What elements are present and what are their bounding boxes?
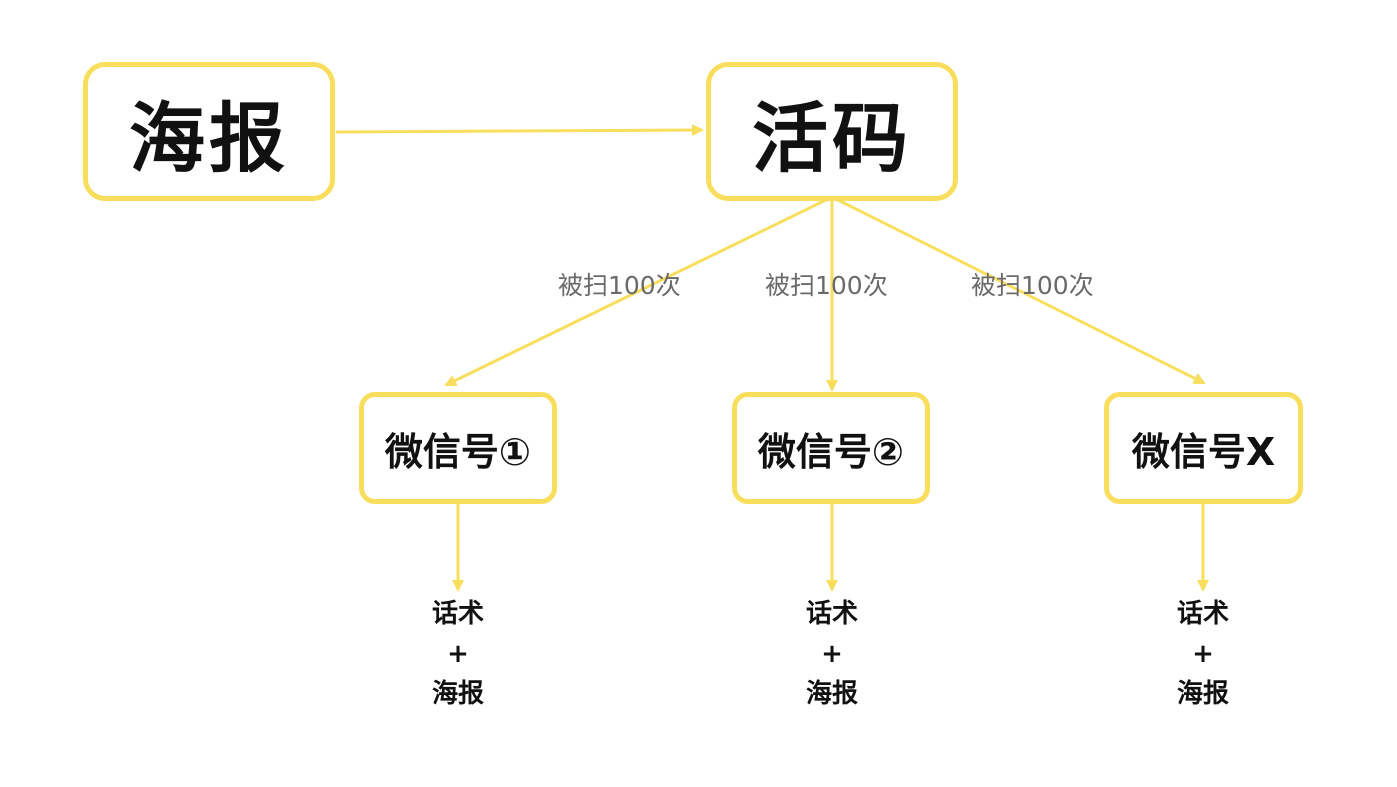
- node-poster-label: 海报: [129, 93, 289, 183]
- edge-label-wechat-2: 被扫100次: [765, 271, 888, 300]
- leaf-note-line2: 海报: [1176, 679, 1229, 709]
- leaf-note-wechat-2: 话术 + 海报: [772, 594, 892, 714]
- leaf-note-line2: 海报: [431, 679, 484, 709]
- arrow-poster-to-live-code: [335, 124, 704, 137]
- node-live-code-label: 活码: [752, 93, 912, 183]
- edge-label-wechat-1: 被扫100次: [558, 271, 681, 300]
- node-wechat-2: 微信号②: [732, 392, 930, 504]
- leaf-note-plus: +: [1192, 639, 1214, 669]
- node-wechat-1-label: 微信号①: [384, 429, 532, 474]
- leaf-note-plus: +: [447, 639, 469, 669]
- leaf-note-line2: 海报: [805, 679, 858, 709]
- leaf-note-line1: 话术: [805, 599, 858, 629]
- arrow-live-code-to-wechat-1: [444, 196, 831, 387]
- leaf-note-wechat-x: 话术 + 海报: [1143, 594, 1263, 714]
- leaf-note-line1: 话术: [1176, 599, 1229, 629]
- node-wechat-2-label: 微信号②: [757, 429, 905, 474]
- arrow-live-code-to-wechat-x: [833, 196, 1206, 385]
- leaf-note-plus: +: [821, 639, 843, 669]
- leaf-note-wechat-1: 话术 + 海报: [398, 594, 518, 714]
- node-wechat-1: 微信号①: [359, 392, 557, 504]
- node-wechat-x: 微信号X: [1104, 392, 1303, 504]
- node-live-code: 活码: [706, 62, 958, 201]
- node-wechat-x-label: 微信号X: [1131, 429, 1276, 474]
- node-poster: 海报: [83, 62, 335, 201]
- leaf-note-line1: 话术: [431, 599, 484, 629]
- edge-label-wechat-x: 被扫100次: [971, 271, 1094, 300]
